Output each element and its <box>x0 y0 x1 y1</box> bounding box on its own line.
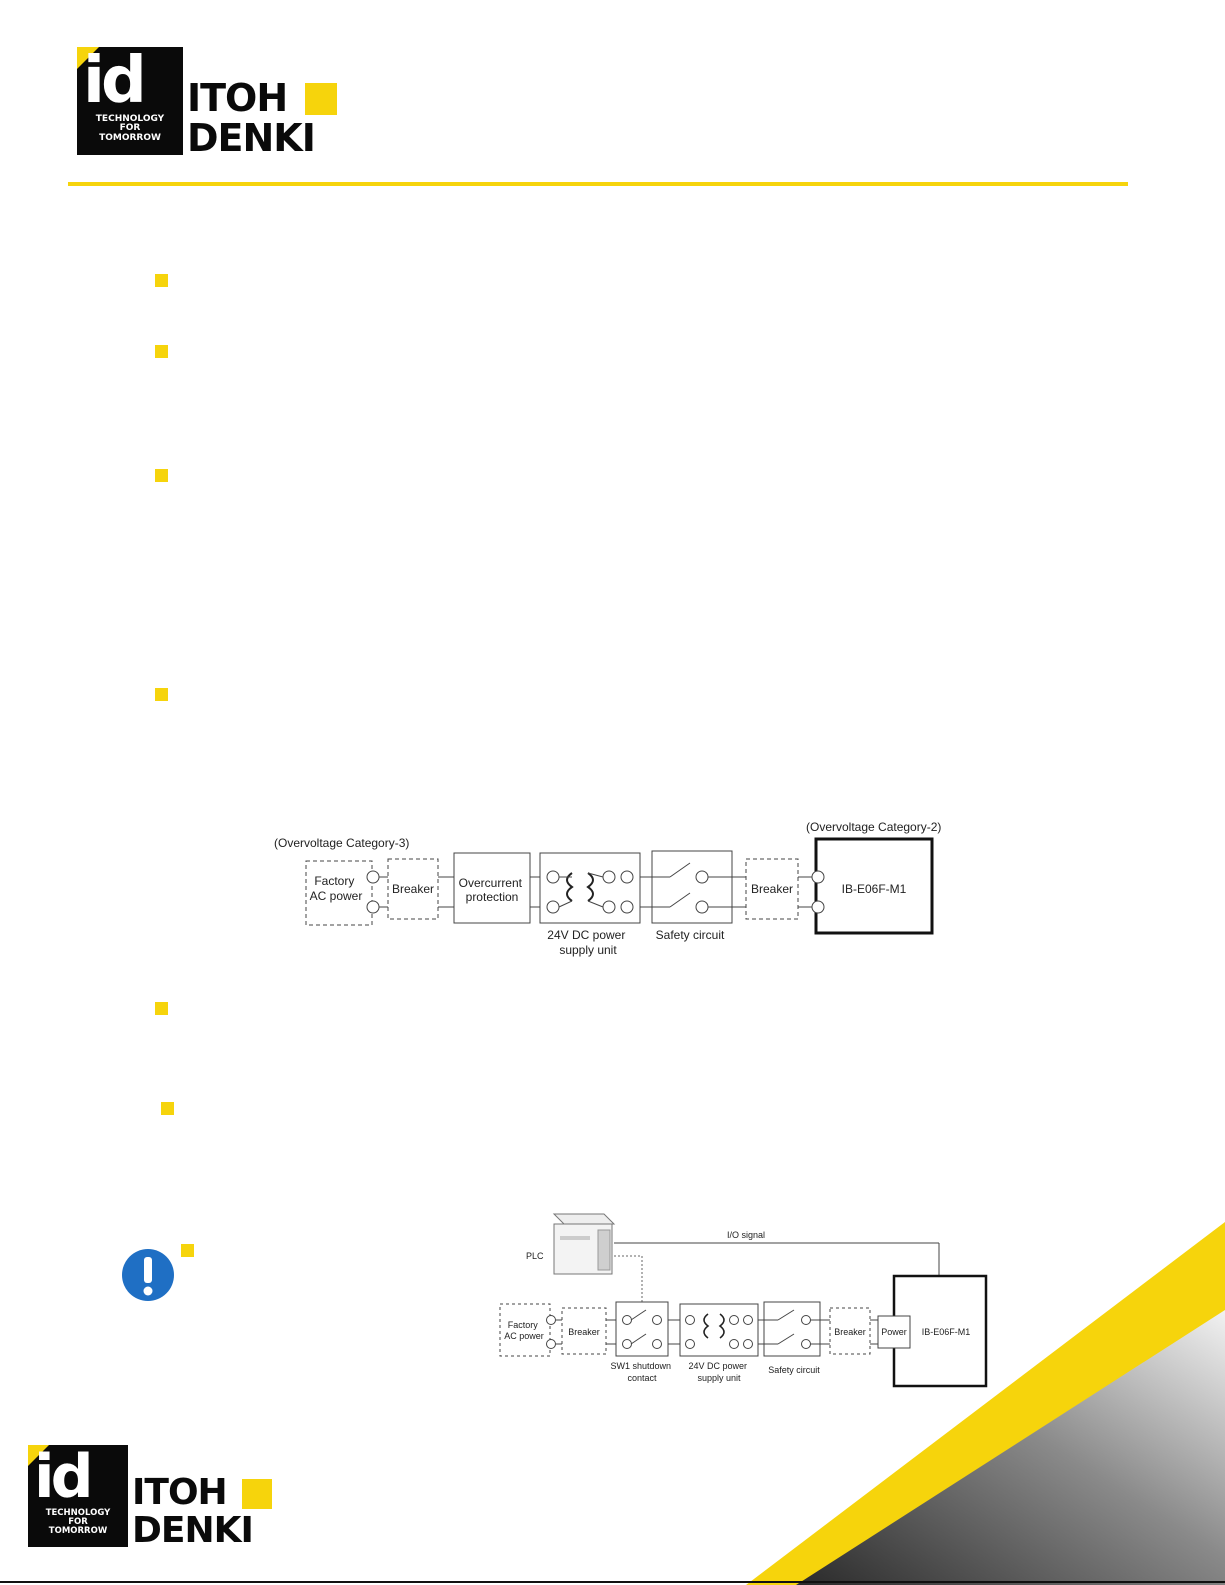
psu-label-2: 24V DC power supply unit <box>688 1361 749 1383</box>
device-box <box>814 837 934 935</box>
sw1-label-line-2: contact <box>627 1373 657 1383</box>
logo-tagline: TECHNOLOGY FOR TOMORROW <box>77 114 183 143</box>
footer-logo-tag-line-1: TECHNOLOGY <box>45 1508 111 1518</box>
factory-ac-power-label: Factory AC power <box>310 874 363 903</box>
logo-tag-line-3: TOMORROW <box>99 132 161 143</box>
power-port-box <box>877 1315 911 1349</box>
safety-circuit-label: Safety circuit <box>656 928 725 942</box>
bullet-marker-5 <box>155 1002 168 1015</box>
transformer-coil-right <box>586 872 594 902</box>
footer-logo-yellow-square <box>242 1479 272 1509</box>
breaker-2-label-2: Breaker <box>834 1327 866 1337</box>
breaker-1-box-2 <box>561 1307 607 1355</box>
breaker-1-label: Breaker <box>392 882 434 896</box>
device-label-2: IB-E06F-M1 <box>922 1327 971 1337</box>
factory-ac-power-box-2 <box>499 1303 551 1357</box>
psu-box-2 <box>679 1303 759 1357</box>
factory-label-line-1: Factory <box>314 874 354 888</box>
footer-logo-mark: id <box>34 1442 93 1512</box>
grey-gradient-wedge <box>796 1310 1225 1585</box>
overcurrent-protection-box <box>453 852 531 924</box>
cat3-label: (Overvoltage Category-3) <box>274 836 409 850</box>
safety-switch-top <box>669 862 691 878</box>
factory-label-line-2: AC power <box>310 889 363 903</box>
footer-logo-word-denki: DENKI <box>132 1510 254 1551</box>
psu-label-2-line-2: supply unit <box>697 1373 741 1383</box>
bullet-marker-3 <box>155 469 168 482</box>
safety-circuit-box <box>651 850 733 924</box>
bullet-marker-2 <box>155 345 168 358</box>
header-rule <box>68 182 1128 186</box>
plc-icon <box>552 1213 616 1275</box>
safety-circuit-box-2 <box>763 1301 821 1357</box>
footer-logo-tag-line-2: FOR <box>68 1516 88 1527</box>
plc-control-line <box>614 1255 643 1302</box>
bullet-marker-4 <box>155 688 168 701</box>
factory-label-2: Factory AC power <box>504 1320 544 1341</box>
overcurrent-label: Overcurrent protection <box>459 876 526 904</box>
bullet-marker-6 <box>161 1102 174 1115</box>
logo-tag-line-1: TECHNOLOGY <box>95 114 165 124</box>
logo-yellow-corner <box>77 47 99 69</box>
logo-yellow-square <box>305 83 337 115</box>
psu-label: 24V DC power supply unit <box>547 928 628 957</box>
sw1-contact-box <box>615 1301 669 1357</box>
logo-word-itoh: ITOH <box>187 76 288 120</box>
psu-label-line-1: 24V DC power <box>547 928 625 942</box>
footer-logo-tagline: TECHNOLOGY FOR TOMORROW <box>28 1509 128 1536</box>
overcurrent-label-line-2: protection <box>466 890 519 904</box>
breaker-1-box <box>387 858 439 920</box>
psu-box <box>539 852 641 924</box>
header-logo: id TECHNOLOGY FOR TOMORROW ITOH DENKI <box>77 44 339 160</box>
logo-mark: id <box>83 44 147 118</box>
breaker-2-label: Breaker <box>751 882 793 896</box>
footer-logo: id TECHNOLOGY FOR TOMORROW ITOH DENKI <box>28 1442 274 1551</box>
wiring-diagram-plc: PLC I/O signal Factory AC power Breaker … <box>499 1213 988 1388</box>
factory-label-2-line-2: AC power <box>504 1331 544 1341</box>
footer-logo-tag-line-3: TOMORROW <box>48 1525 108 1536</box>
cat2-label: (Overvoltage Category-2) <box>806 820 941 834</box>
overcurrent-label-line-1: Overcurrent <box>459 876 523 890</box>
breaker-1-label-2: Breaker <box>568 1327 600 1337</box>
logo-word-denki: DENKI <box>187 116 316 160</box>
exclamation-circle-icon <box>122 1249 174 1301</box>
power-port-label: Power <box>881 1327 907 1337</box>
footer-logo-word-itoh: ITOH <box>132 1472 228 1513</box>
sw1-label-line-1: SW1 shutdown <box>610 1361 671 1371</box>
psu-label-line-2: supply unit <box>559 943 617 957</box>
psu-label-2-line-1: 24V DC power <box>688 1361 747 1371</box>
logo-tag-line-2: FOR <box>119 123 141 134</box>
plc-label: PLC <box>526 1251 544 1261</box>
bullet-marker-1 <box>155 274 168 287</box>
breaker-2-box-2 <box>829 1307 871 1355</box>
wiring-diagram-category: (Overvoltage Category-3) (Overvoltage Ca… <box>274 820 941 957</box>
factory-ac-power-box <box>305 860 373 926</box>
bullet-marker-7 <box>181 1244 194 1257</box>
factory-label-2-line-1: Factory <box>508 1320 539 1330</box>
device-label: IB-E06F-M1 <box>842 882 907 896</box>
io-signal-label: I/O signal <box>727 1230 765 1240</box>
safety-circuit-label-2: Safety circuit <box>768 1365 820 1375</box>
sw1-label: SW1 shutdown contact <box>610 1361 673 1383</box>
footer-logo-yellow-corner <box>28 1445 49 1466</box>
safety-switch-bottom <box>669 892 691 908</box>
